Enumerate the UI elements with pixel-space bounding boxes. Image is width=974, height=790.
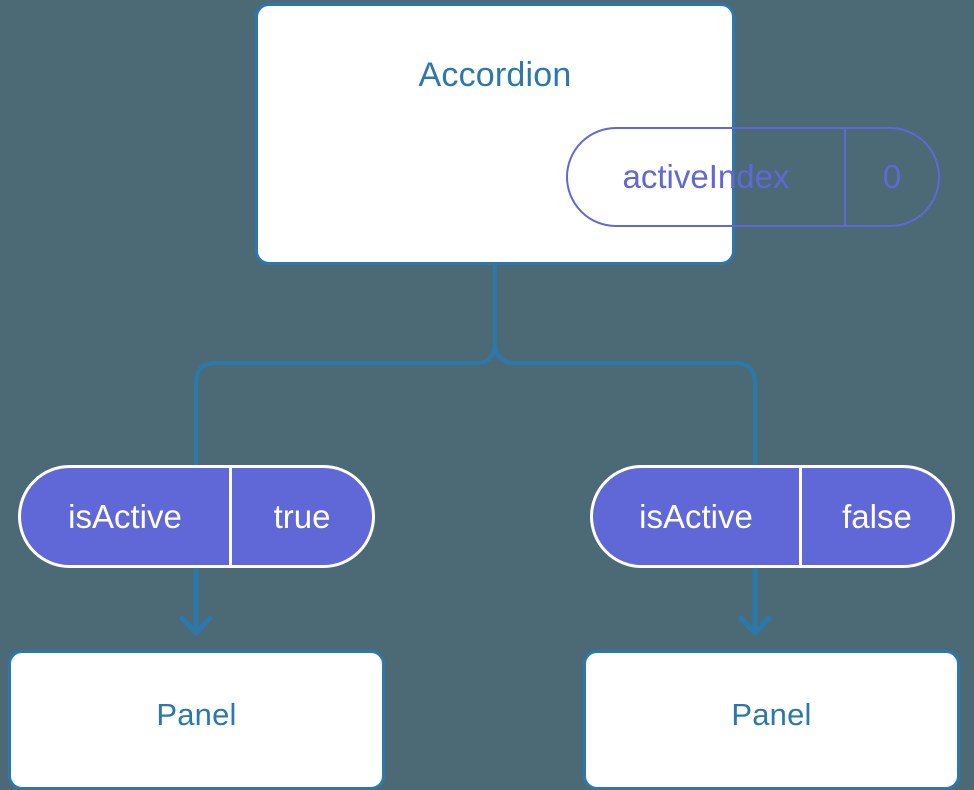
accordion-component-card[interactable]: Accordion activeIndex 0 <box>255 3 940 265</box>
panel-card-left[interactable]: Panel <box>8 650 385 790</box>
prop-value-is-active-right: false <box>842 497 912 535</box>
arrow-head-left <box>179 615 213 636</box>
arrow-head-right <box>738 615 772 636</box>
tree-connector-stem <box>194 263 497 467</box>
panel-title-right: Panel <box>731 697 812 732</box>
prop-pill-is-active-right[interactable]: isActive false <box>590 465 955 568</box>
panel-title-left: Panel <box>156 697 237 732</box>
prop-pill-is-active-left[interactable]: isActive true <box>18 465 375 568</box>
diagram-canvas: Accordion activeIndex 0 isActive true is… <box>8 3 960 790</box>
prop-value-active-index: 0 <box>882 158 902 195</box>
prop-value-is-active-left: true <box>273 497 331 535</box>
tree-connector-branch-right <box>493 341 757 467</box>
prop-key-active-index: activeIndex <box>568 129 846 225</box>
prop-key-is-active-right: isActive <box>593 468 802 565</box>
prop-key-is-active-left: isActive <box>21 468 232 565</box>
panel-card-right[interactable]: Panel <box>583 650 960 790</box>
prop-pill-active-index[interactable]: activeIndex 0 <box>566 127 940 227</box>
accordion-title: Accordion <box>418 56 572 94</box>
